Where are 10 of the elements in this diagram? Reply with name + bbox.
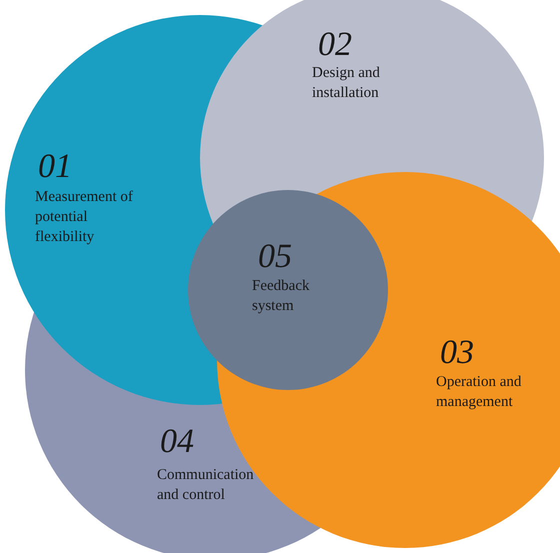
- step-label: Feedback system: [252, 277, 310, 316]
- step-number: 01: [38, 150, 72, 184]
- step-label: Operation and management: [436, 373, 522, 412]
- step-label: Design and installation: [312, 64, 381, 103]
- step-number: 03: [440, 336, 474, 370]
- step-number: 02: [318, 28, 352, 62]
- step-number: 05: [258, 240, 292, 274]
- step-number: 04: [160, 425, 194, 459]
- step-label: Measurement of potential flexibility: [35, 188, 134, 247]
- step-label: Communication and control: [157, 466, 255, 505]
